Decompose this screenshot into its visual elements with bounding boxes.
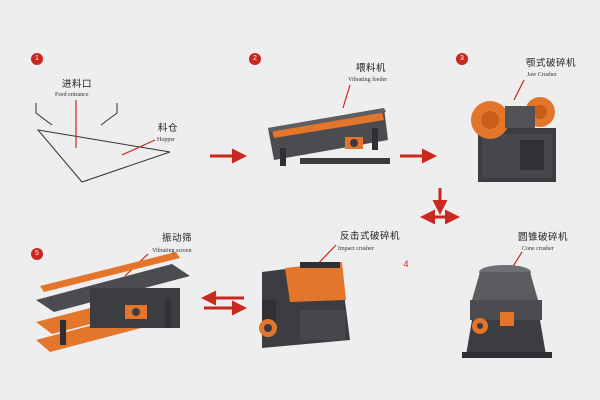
screen-label-en: Vibrating screen (152, 248, 192, 254)
impact-crusher-label-cn: 反击式破碎机 (340, 231, 401, 242)
impact-crusher-machine (259, 262, 350, 348)
cone-crusher-machine (462, 265, 552, 358)
jaw-crusher-label-cn: 颚式破碎机 (526, 58, 577, 69)
step-number-badge: 2 (249, 53, 261, 65)
feeder-label-cn: 喂料机 (356, 63, 387, 74)
feed-entrance-label-cn: 进料口 (62, 79, 93, 90)
vibrating-feeder-machine (268, 108, 390, 166)
feeder-callout (342, 84, 351, 109)
vibrating-screen-machine (36, 252, 190, 352)
feed-entrance-label-en: Feed entrance (55, 92, 89, 98)
cone-crusher-label-en: Cone crusher (522, 246, 554, 252)
cone-crusher-label-cn: 圆锥破碎机 (518, 232, 569, 243)
callout-lines (75, 79, 525, 277)
jaw-crusher-callout (513, 79, 525, 101)
screen-label-cn: 振动筛 (162, 233, 193, 244)
jaw-crusher-label-en: Jaw Crusher (527, 72, 557, 78)
feeder-label-en: Vibrating feeder (348, 77, 388, 83)
cone-crusher-callout (511, 251, 523, 269)
impact-crusher-label-en: Impact crusher (338, 246, 374, 252)
step-number-badge: 3 (456, 53, 468, 65)
hopper-label-cn: 料仓 (158, 123, 179, 134)
step-number-badge: 5 (31, 248, 43, 260)
step-number-badge: 1 (31, 53, 43, 65)
flow-arrows (201, 148, 460, 316)
hopper-callout (121, 139, 156, 156)
hopper-drawing (35, 103, 171, 183)
step-number-badge: 4 (403, 259, 409, 269)
hopper-label-en: Hopper (157, 137, 175, 143)
jaw-crusher-machine (471, 97, 556, 182)
